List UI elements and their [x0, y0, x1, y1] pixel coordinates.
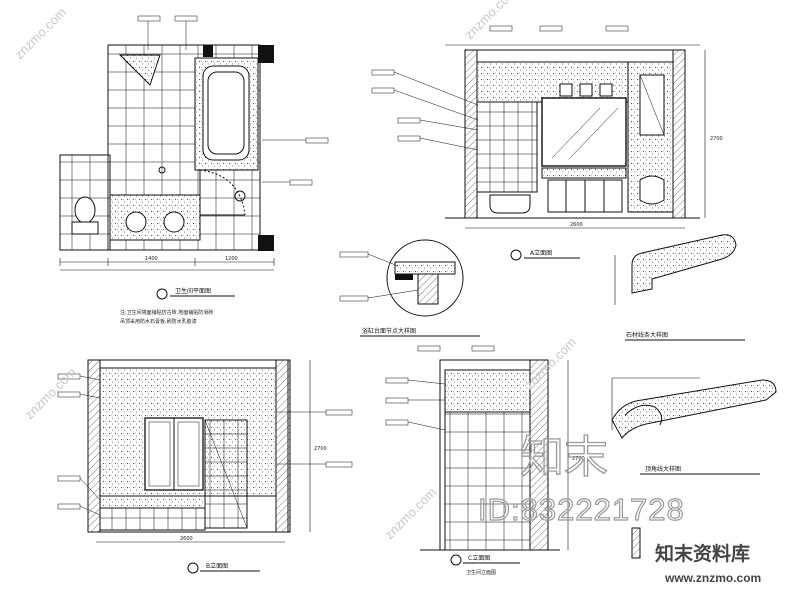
detail-crown-molding: 顶角线大样图: [611, 377, 777, 559]
diag-watermark-4: znzmo.com: [382, 485, 440, 543]
elevation-a: 2600 2700 A立面图: [371, 25, 723, 261]
elevation-c: 2700 C立面图 卫生间立面图: [385, 345, 585, 576]
elev-a-height: 2700: [710, 136, 723, 142]
detail-3-caption: 顶角线大样图: [645, 465, 681, 473]
elev-b-height: 2700: [314, 446, 327, 452]
plan-dim-1: 1400: [145, 256, 158, 262]
watermark-id: ID:832221728: [478, 492, 685, 527]
plan-dim-2: 1200: [225, 256, 238, 262]
watermark-logo-text: 知末: [520, 432, 608, 483]
elev-c-height: 2700: [572, 456, 585, 462]
detail-countertop: 浴缸台面节点大样图: [339, 239, 480, 337]
brand-badge: 知末资料库 www.znzmo.com: [655, 542, 761, 585]
elevation-b: 2600 2700 B立面图: [57, 359, 353, 574]
elev-a-width: 2600: [570, 222, 583, 228]
elev-b-caption: B立面图: [206, 562, 228, 570]
floor-plan: 1400 1200 卫生间平面图 注:卫生间墙面铺贴仿古砖,地面铺贴防滑砖 吊顶…: [59, 15, 329, 325]
elev-c-sub: 卫生间立面图: [466, 569, 496, 576]
detail-1-caption: 浴缸台面节点大样图: [362, 327, 416, 335]
brand-name: 知末资料库: [655, 542, 750, 565]
elev-a-caption: A立面图: [530, 249, 552, 257]
brand-url: www.znzmo.com: [664, 571, 761, 585]
diag-watermark-1: znzmo.com: [12, 5, 70, 63]
elev-c-caption: C立面图: [468, 554, 490, 562]
detail-2-caption: 石材线条大样图: [626, 331, 668, 339]
diag-watermark-3: znzmo.com: [22, 365, 80, 423]
plan-note-2: 吊顶采用防水石膏板,刷防水乳胶漆: [120, 318, 197, 325]
detail-stone-molding: 石材线条大样图: [614, 234, 745, 341]
plan-caption: 卫生间平面图: [175, 287, 211, 295]
diag-watermark-2: znzmo.com: [462, 0, 520, 42]
elev-b-width: 2600: [180, 536, 193, 542]
plan-note-1: 注:卫生间墙面铺贴仿古砖,地面铺贴防滑砖: [120, 309, 213, 316]
